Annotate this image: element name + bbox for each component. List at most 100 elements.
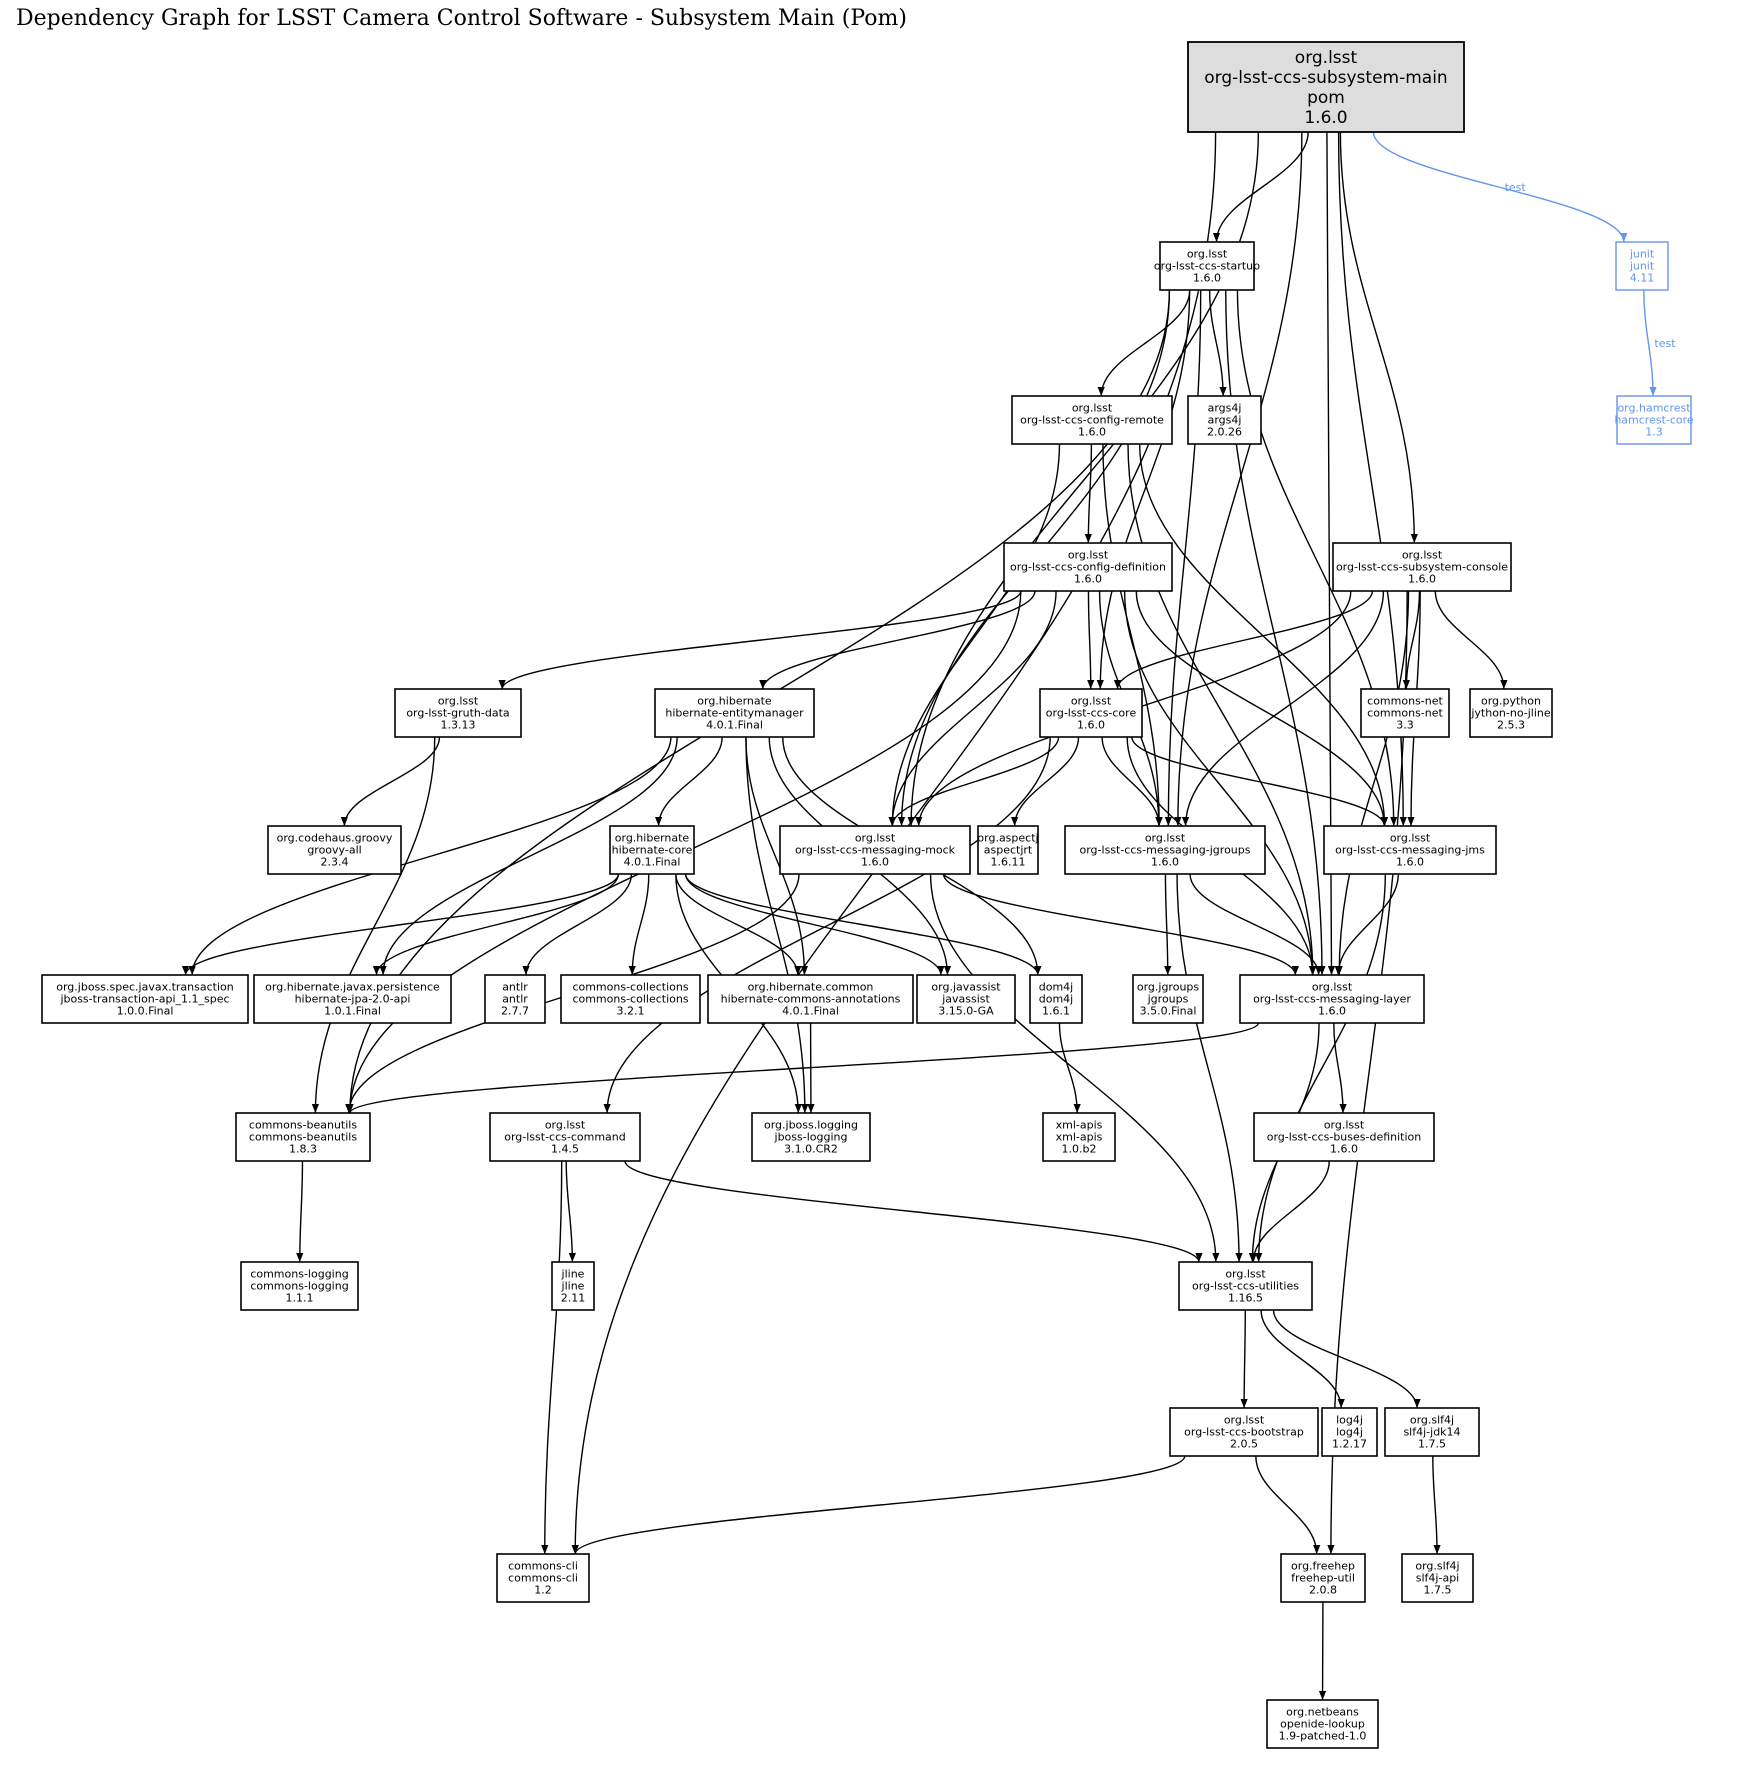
edge-msgjgroups-to-jgroups bbox=[1164, 873, 1172, 976]
node-configdef: org.lsstorg-lsst-ccs-config-definition1.… bbox=[1003, 542, 1173, 592]
node-label-line: 1.2 bbox=[534, 1584, 552, 1597]
edge-configremote-to-msgjms bbox=[1139, 443, 1389, 827]
node-label-line: 1.0.b2 bbox=[1062, 1143, 1097, 1156]
node-label-line: org.python bbox=[1481, 695, 1541, 708]
edge-bootstrap-to-commonscli bbox=[571, 1455, 1186, 1555]
node-label-line: 1.6.1 bbox=[1042, 1005, 1070, 1018]
node-box bbox=[1187, 395, 1262, 445]
node-label-line: jboss-logging bbox=[774, 1131, 848, 1144]
edge-hibcore-to-javassist bbox=[684, 873, 945, 976]
node-label-line: org-lsst-ccs-messaging-jgroups bbox=[1080, 844, 1251, 857]
node-label-line: org.lsst bbox=[545, 1119, 586, 1132]
edge-junit-to-hamcrest bbox=[1643, 289, 1657, 397]
node-label-line: org.lsst bbox=[1402, 549, 1443, 562]
node-label-line: org.lsst bbox=[1312, 981, 1353, 994]
node-box bbox=[1469, 688, 1553, 738]
node-label-line: org.slf4j bbox=[1410, 1414, 1454, 1427]
node-label-line: org.lsst bbox=[1224, 1414, 1265, 1427]
edge-core-to-aspectj bbox=[1011, 736, 1080, 827]
node-label-line: commons-logging bbox=[250, 1280, 348, 1293]
node-label-line: 1.8.3 bbox=[289, 1143, 317, 1156]
node-box bbox=[1332, 542, 1512, 592]
edge-command-to-utilities bbox=[624, 1160, 1203, 1263]
node-box bbox=[1003, 542, 1173, 592]
edge-main-to-junit bbox=[1372, 131, 1628, 243]
node-label-line: org-lsst-ccs-buses-definition bbox=[1267, 1131, 1422, 1144]
node-box bbox=[235, 1112, 371, 1162]
node-label-line: slf4j-jdk14 bbox=[1403, 1426, 1460, 1439]
node-label-line: dom4j bbox=[1039, 981, 1073, 994]
node-label-line: 1.6.0 bbox=[1193, 272, 1221, 285]
edge-configdef-to-msglayer bbox=[1123, 590, 1317, 976]
node-box bbox=[253, 974, 452, 1024]
node-label-line: org.aspectj bbox=[977, 832, 1038, 845]
node-label-line: 1.6.0 bbox=[1151, 856, 1179, 869]
node-label-line: openide-lookup bbox=[1280, 1718, 1365, 1731]
edge-configremote-to-configdef bbox=[1084, 443, 1093, 544]
node-label-line: 2.0.26 bbox=[1207, 426, 1242, 439]
node-label-line: 4.0.1.Final bbox=[624, 856, 681, 869]
edge-command-to-jline bbox=[565, 1160, 576, 1263]
edge-hibcore-to-jpa bbox=[372, 873, 620, 976]
node-label-line: 3.3 bbox=[1396, 719, 1414, 732]
edge-configdef-to-msgmock bbox=[888, 590, 1057, 827]
edge-msgmock-to-utilities bbox=[929, 873, 1220, 1263]
node-label-line: aspectjrt bbox=[984, 844, 1033, 857]
node-label-line: org.jgroups bbox=[1137, 981, 1200, 994]
node-label-line: javassist bbox=[941, 993, 990, 1006]
node-label-line: org-lsst-ccs-subsystem-console bbox=[1336, 561, 1508, 574]
node-box bbox=[1039, 688, 1143, 738]
node-label-line: org.javassist bbox=[931, 981, 1001, 994]
node-hibannot: org.hibernate.commonhibernate-commons-an… bbox=[707, 974, 914, 1024]
edge-hibcore-to-hibannot bbox=[675, 873, 802, 976]
node-box bbox=[1239, 974, 1425, 1024]
edge-hibcore-to-jbosstx bbox=[182, 873, 620, 976]
edge-configremote-to-msgmock bbox=[888, 443, 1061, 827]
edge-configremote-to-msgjgroups bbox=[1102, 443, 1163, 827]
node-label-line: 1.6.0 bbox=[1396, 856, 1424, 869]
edge-gruth-to-beanutils bbox=[311, 736, 436, 1114]
edge-core-to-msgjms bbox=[1131, 736, 1389, 827]
node-label-line: 1.7.5 bbox=[1418, 1438, 1446, 1451]
node-label-line: 3.1.0.CR2 bbox=[784, 1143, 838, 1156]
node-label-line: 1.7.5 bbox=[1424, 1584, 1452, 1597]
node-box bbox=[1384, 1407, 1480, 1457]
edge-label: test bbox=[1505, 181, 1527, 194]
node-label-line: commons-net bbox=[1367, 707, 1443, 720]
node-label-line: pom bbox=[1307, 88, 1345, 108]
edge-configdef-to-entitymanager bbox=[759, 590, 1036, 690]
edge-console-to-msgjgroups bbox=[1181, 590, 1385, 827]
node-box bbox=[484, 974, 546, 1024]
node-label-line: 4.0.1.Final bbox=[782, 1005, 839, 1018]
edge-entitymanager-to-hibannot bbox=[745, 736, 809, 976]
node-box bbox=[560, 974, 701, 1024]
node-label-line: antlr bbox=[502, 981, 528, 994]
edge-console-to-core bbox=[1113, 590, 1374, 690]
node-label-line: org.hibernate.common bbox=[748, 981, 874, 994]
node-box bbox=[1266, 1699, 1379, 1749]
node-label-line: org.freehep bbox=[1291, 1560, 1355, 1573]
node-label-line: groovy-all bbox=[307, 844, 361, 857]
node-label-line: org.hibernate bbox=[615, 832, 690, 845]
node-label-line: org.hibernate.javax.persistence bbox=[265, 981, 440, 994]
node-label-line: 3.15.0-GA bbox=[938, 1005, 994, 1018]
node-label-line: 1.6.0 bbox=[1304, 108, 1347, 128]
node-box bbox=[916, 974, 1016, 1024]
node-label-line: org.lsst bbox=[1187, 248, 1228, 261]
node-label-line: 3.2.1 bbox=[617, 1005, 645, 1018]
edge-dom4j-to-xmlapis bbox=[1058, 1022, 1081, 1114]
